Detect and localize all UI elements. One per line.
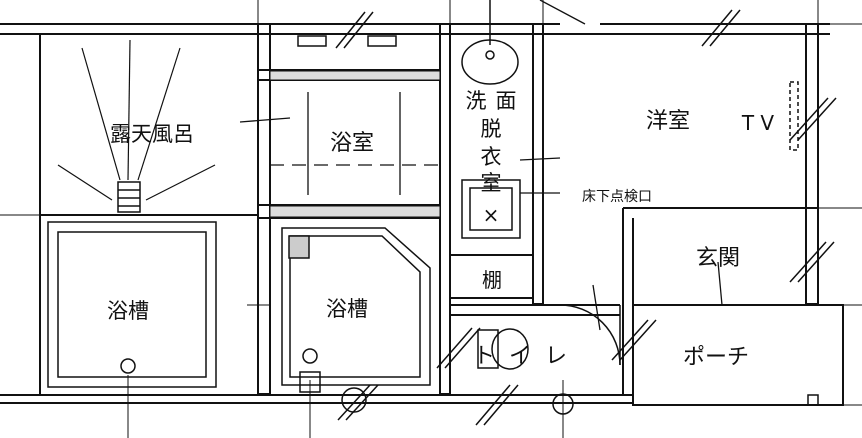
label-entrance: 玄関 — [696, 246, 740, 271]
sunlight-rays — [57, 39, 216, 201]
flow-arrows — [239, 0, 723, 331]
label-bathroom: 浴室 — [330, 131, 374, 156]
label-outdoor-bath: 露天風呂 — [110, 122, 194, 146]
floor-grates — [269, 70, 441, 218]
walls — [0, 23, 844, 406]
label-underfloor-hatch: 床下点検口 — [582, 189, 652, 205]
label-tv: T V — [741, 111, 775, 135]
label-toilet: トイレ — [473, 344, 581, 369]
fixtures — [47, 0, 819, 415]
washroom-char-3: 脱 — [481, 117, 502, 141]
washroom-char-5: 室 — [481, 171, 502, 195]
break-marks — [335, 9, 837, 426]
washroom-char-4: 衣 — [481, 145, 502, 169]
label-porch: ポーチ — [683, 345, 749, 370]
label-washroom: 洗 面 脱 衣 室 — [466, 89, 517, 195]
label-tub-left: 浴槽 — [107, 299, 149, 323]
label-tub-right: 浴槽 — [326, 297, 368, 321]
label-shelf: 棚 — [482, 268, 502, 292]
washroom-char-1: 洗 — [466, 89, 487, 113]
label-western-room: 洋室 — [646, 109, 690, 134]
washroom-char-2: 面 — [496, 89, 517, 113]
hatch-cross-mark: × — [483, 203, 500, 227]
